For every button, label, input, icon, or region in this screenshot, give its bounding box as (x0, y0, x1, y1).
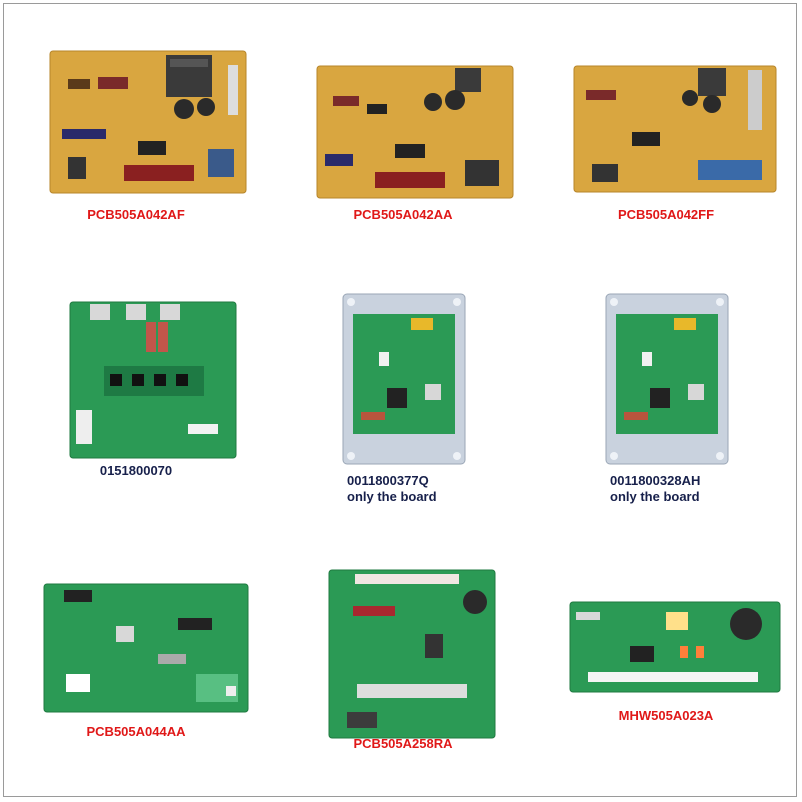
product-code-label: PCB505A258RA (353, 736, 453, 751)
product-grid: PCB505A042AF PCB505A042AA (3, 3, 797, 797)
pcb-photo (341, 292, 467, 466)
product-code-label: PCB505A042AF (87, 207, 185, 222)
pcb-photo (68, 300, 238, 460)
product-cell[interactable]: 0151800070 (4, 268, 268, 532)
pcb-photo (48, 49, 248, 195)
pcb-photo (315, 64, 515, 200)
product-cell[interactable]: PCB505A042AA (271, 4, 535, 268)
pcb-photo (327, 568, 497, 740)
product-cell[interactable]: 0011800377Q only the board (271, 268, 535, 532)
product-cell[interactable]: PCB505A042FF (534, 4, 798, 268)
product-code-label: 0011800328AH (610, 473, 701, 488)
product-cell[interactable]: 0011800328AH only the board (534, 268, 798, 532)
product-note-label: only the board (610, 489, 700, 504)
product-code-label: MHW505A023A (618, 708, 714, 723)
pcb-photo (568, 600, 782, 694)
product-code-label: 0151800070 (99, 463, 173, 478)
product-cell[interactable]: PCB505A044AA (4, 532, 268, 796)
product-code-label: PCB505A042FF (617, 207, 715, 222)
pcb-photo (42, 582, 250, 714)
product-code-label: PCB505A044AA (86, 724, 186, 739)
product-note-label: only the board (347, 489, 437, 504)
pcb-photo (604, 292, 730, 466)
product-code-label: PCB505A042AA (353, 207, 453, 222)
product-cell[interactable]: MHW505A023A (534, 532, 798, 796)
product-cell[interactable]: PCB505A042AF (4, 4, 268, 268)
product-code-label: 0011800377Q (347, 473, 429, 488)
pcb-photo (572, 64, 778, 194)
product-cell[interactable]: PCB505A258RA (271, 532, 535, 796)
